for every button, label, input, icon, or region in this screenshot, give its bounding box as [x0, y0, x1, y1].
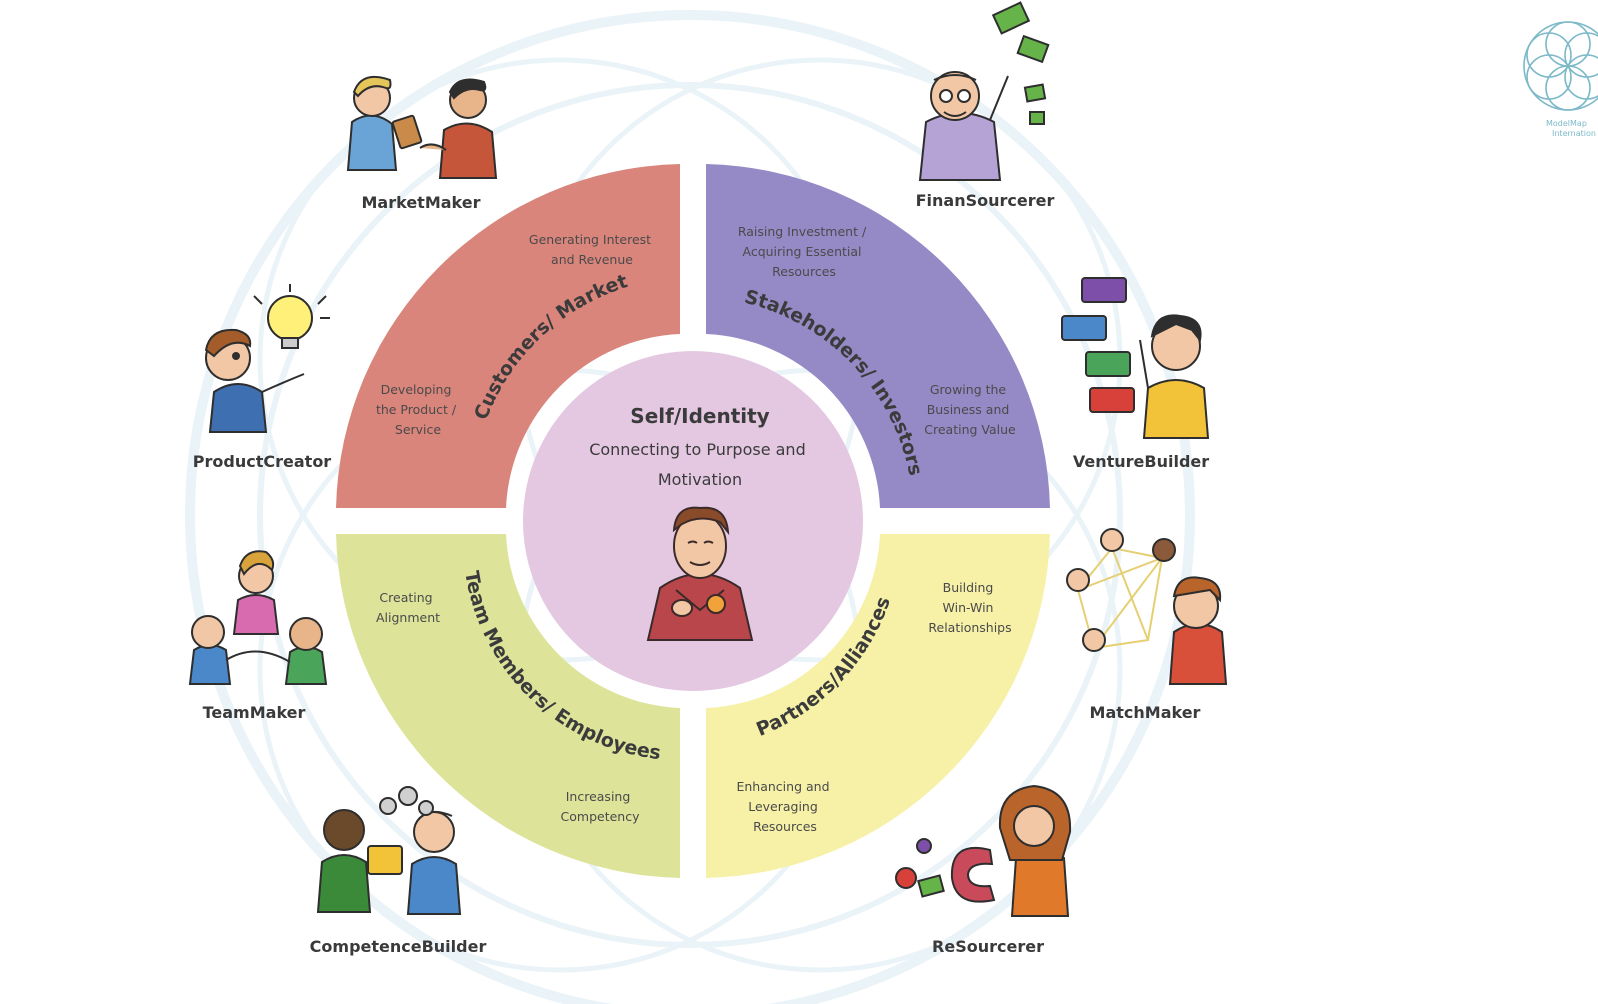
lightbulb-man-icon [204, 284, 330, 433]
handshake-people-icon [346, 76, 498, 179]
quadrant-partners-alliances [706, 534, 1050, 878]
modelmap-logo-icon [1523, 21, 1598, 111]
center-subtitle: Connecting to Purpose and Motivation [589, 440, 811, 489]
quadrant-team-members-employees [336, 534, 680, 878]
team-group-icon [188, 550, 328, 685]
money-man-icon [918, 1, 1050, 181]
role-label-marketmaker: MarketMaker [362, 193, 481, 212]
partners-note-side: Building Win-Win Relationships [928, 580, 1011, 635]
role-label-productcreator: ProductCreator [193, 452, 332, 471]
center-title: Self/Identity [630, 404, 769, 428]
stakeholders-note-side: Growing the Business and Creating Value [924, 382, 1016, 437]
role-label-teammaker: TeamMaker [203, 703, 306, 722]
customers-note-top: Generating Interest and Revenue [529, 232, 655, 267]
network-man-icon [1066, 528, 1228, 685]
role-label-venturebuilder: VentureBuilder [1073, 452, 1209, 471]
partners-note-bottom: Enhancing and Leveraging Resources [736, 779, 833, 834]
magnet-woman-icon [895, 784, 1072, 917]
role-label-competencebuilder: CompetenceBuilder [310, 937, 487, 956]
team-note-bottom: Increasing Competency [561, 789, 641, 824]
self-identity-figure-icon [646, 506, 754, 641]
gears-people-icon [316, 786, 462, 915]
building-blocks-man-icon [1061, 277, 1210, 439]
role-label-finansourcerer: FinanSourcerer [916, 191, 1055, 210]
quadrant-customers-market [336, 164, 680, 508]
role-label-resourcerer: ReSourcerer [932, 937, 1044, 956]
team-note-side: Creating Alignment [376, 590, 440, 625]
logo-text: ModelMap Internation [1546, 119, 1596, 138]
role-label-matchmaker: MatchMaker [1090, 703, 1201, 722]
stakeholders-note-top: Raising Investment / Acquiring Essential… [738, 224, 870, 279]
quadrant-stakeholders-investors [706, 164, 1050, 508]
customers-note-side: Developing the Product / Service [376, 382, 460, 437]
